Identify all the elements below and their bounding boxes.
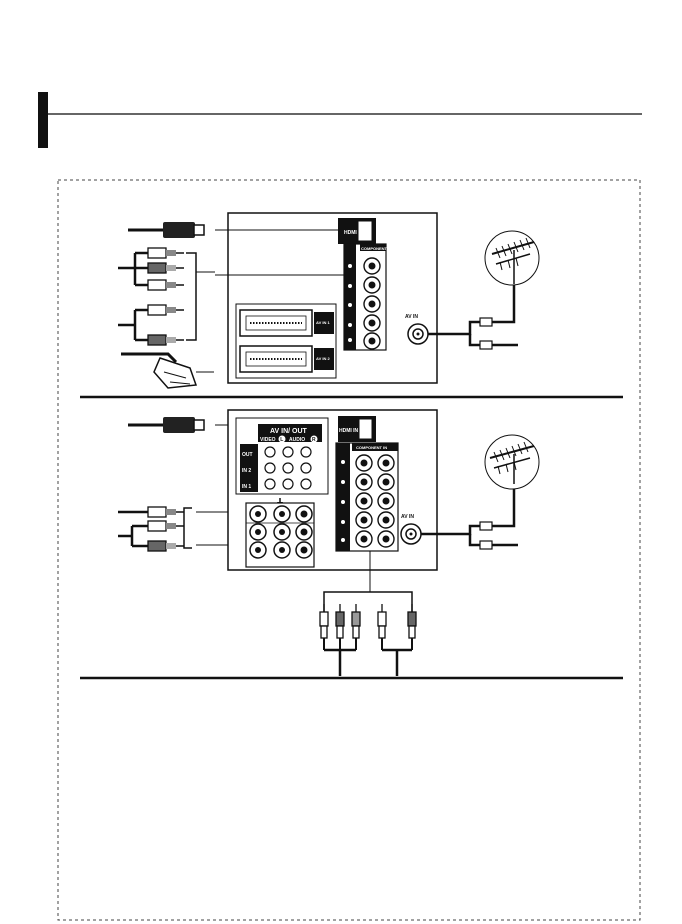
bracket-top [186,252,197,341]
figure-frame [57,179,641,921]
component-in-label-bottom: COMPONENT IN [356,445,387,450]
component-cable-set-bottom [319,572,417,676]
av-in-out-header: AV IN/ OUT [270,428,308,435]
header-bar [38,92,48,148]
antenna-label-bottom: AV IN [401,514,414,520]
hdmi-port-top: HDMI IN [215,218,376,244]
av-in-2-label: AV IN 2 [316,356,330,361]
enlarged-jacks [245,502,315,568]
in-2-label: IN 2 [242,468,251,474]
antenna-label-top: AV IN [405,314,418,320]
av-in-out-panel: AV IN/ OUT VIDEO L AUDIO R OUT IN 2 IN 1 [235,417,329,506]
jack-column-bottom: COMPONENT IN [335,442,399,572]
scart-plug-top [121,352,214,389]
component-plugs-top [118,247,184,291]
circle-l-label: L [280,437,283,443]
in-1-label: IN 1 [242,484,251,490]
antenna-icon-bottom [484,434,540,490]
component-in-label-top: COMPONENT IN [361,246,392,251]
bottom-section: HDMI IN AV IN/ OUT VIDEO L AUDIO R OUT I… [118,409,540,676]
circle-r-badge [310,435,318,443]
top-section: HDMI IN COMPONENT IN [118,212,540,389]
hdmi-in-label-top: HDMI IN [344,230,364,236]
jack-column-top: COMPONENT IN [215,243,392,351]
av-in-1-label: AV IN 1 [316,320,330,325]
audio-label: AUDIO [289,437,305,443]
circle-l-badge [278,435,286,443]
scart-sockets-top: AV IN 1 AV IN 2 [235,303,337,379]
hdmi-plug-top [128,222,205,238]
circle-r-label: R [312,437,316,443]
antenna-icon-top [484,230,540,286]
video-label: VIDEO [260,437,276,443]
out-label: OUT [242,452,253,458]
hdmi-port-bottom: HDMI IN [338,416,376,442]
antenna-cable-top [428,282,518,350]
audio-plugs-top [118,304,184,346]
rca-plugs-bottom [118,506,184,552]
bracket-bottom [183,507,192,549]
antenna-cable-bottom [421,482,518,550]
antenna-socket-top: AV IN [405,314,429,345]
hdmi-in-label-bottom: HDMI IN [339,428,359,434]
